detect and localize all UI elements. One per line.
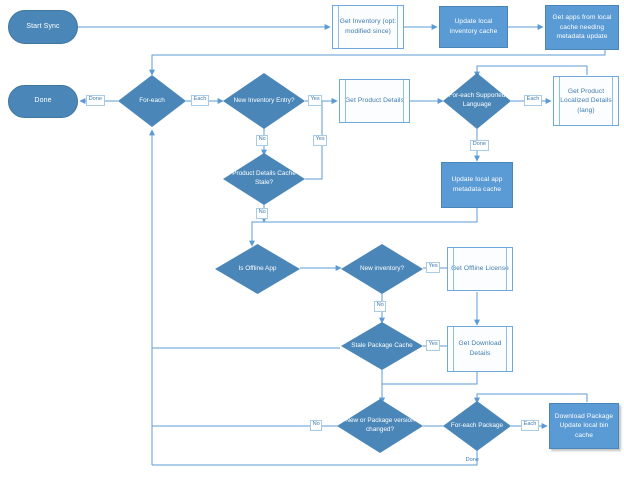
node-label: Get Product Localized Details (lang) xyxy=(560,87,612,114)
node-for-each-supported-language[interactable]: For-each Supported Language xyxy=(443,73,511,129)
edge-label-no-new-inventory: No xyxy=(374,301,387,312)
node-label: Download Package Update local bin cache xyxy=(554,412,614,439)
node-product-details-cache-stale[interactable]: Product Details Cache Stale? xyxy=(223,153,305,205)
node-done[interactable]: Done xyxy=(8,85,78,118)
node-label: Is Offline App xyxy=(238,264,277,272)
node-label: Get apps from local cache needing metada… xyxy=(552,14,612,41)
node-get-download-details[interactable]: Get Download Details xyxy=(447,326,513,372)
edge-label-done-package: Done xyxy=(465,457,479,464)
node-label: New Inventory Entry? xyxy=(233,96,295,104)
node-label: Start Sync xyxy=(26,22,60,30)
node-for-each[interactable]: For-each xyxy=(118,75,186,127)
node-label: Done xyxy=(34,97,52,105)
node-label: Product Details Cache Stale? xyxy=(232,170,296,186)
edge-label-each-supported-language: Each xyxy=(524,95,542,106)
node-get-product-details[interactable]: Get Product Details xyxy=(339,79,410,123)
edge-label-done-from-for-each: Done xyxy=(86,95,105,106)
node-stale-package-cache[interactable]: Stale Package Cache xyxy=(341,322,423,370)
edge-label-each-package: Each xyxy=(521,420,539,431)
node-label: Update local app metadata cache xyxy=(451,176,503,193)
edge-label-yes-product-details-cache-stale: Yes xyxy=(313,135,328,146)
node-label: Get Offline License xyxy=(451,265,509,273)
node-label: Get Inventory (opt: modified since) xyxy=(339,18,397,35)
node-new-inventory[interactable]: New inventory? xyxy=(341,244,423,294)
node-get-inventory[interactable]: Get Inventory (opt: modified since) xyxy=(332,5,404,49)
node-new-or-package-version-changed[interactable]: New or Package version changed? xyxy=(337,399,423,453)
edge-label-each-from-for-each: Each xyxy=(191,95,209,106)
node-get-offline-license[interactable]: Get Offline License xyxy=(447,247,513,291)
node-label: New inventory? xyxy=(359,264,405,272)
node-label: New or Package version changed? xyxy=(345,417,415,433)
node-label: For-each Supported Language xyxy=(448,92,506,108)
edge-label-no-package-version-changed: No xyxy=(310,420,323,431)
node-label: Update local inventory cache xyxy=(449,18,498,35)
edge-label-done-supported-language: Done xyxy=(470,140,489,151)
edge-label-no-product-details-cache-stale: No xyxy=(256,208,269,219)
node-update-local-app-metadata-cache[interactable]: Update local app metadata cache xyxy=(441,162,513,208)
node-is-offline-app[interactable]: Is Offline App xyxy=(215,244,300,294)
edge-label-yes-new-inventory: Yes xyxy=(426,262,441,273)
node-get-product-localized-details[interactable]: Get Product Localized Details (lang) xyxy=(553,76,619,126)
node-label: For-each xyxy=(139,96,165,104)
node-for-each-package[interactable]: For-each Package xyxy=(443,401,511,451)
node-update-local-inventory-cache[interactable]: Update local inventory cache xyxy=(439,6,508,48)
edge-label-yes-new-inventory-entry: Yes xyxy=(308,95,323,106)
node-download-package-update-local-bin-cache[interactable]: Download Package Update local bin cache xyxy=(549,403,619,449)
node-new-inventory-entry[interactable]: New Inventory Entry? xyxy=(223,73,305,129)
node-start-sync[interactable]: Start Sync xyxy=(8,10,78,44)
node-label: Get Download Details xyxy=(458,340,502,357)
node-label: Stale Package Cache xyxy=(351,341,413,349)
node-label: Get Product Details xyxy=(344,97,405,105)
node-get-apps-from-local-cache[interactable]: Get apps from local cache needing metada… xyxy=(545,5,619,50)
edge-label-yes-stale-package-cache: Yes xyxy=(426,340,441,351)
node-label: For-each Package xyxy=(450,421,504,429)
edge-label-no-new-inventory-entry: No xyxy=(256,135,269,146)
